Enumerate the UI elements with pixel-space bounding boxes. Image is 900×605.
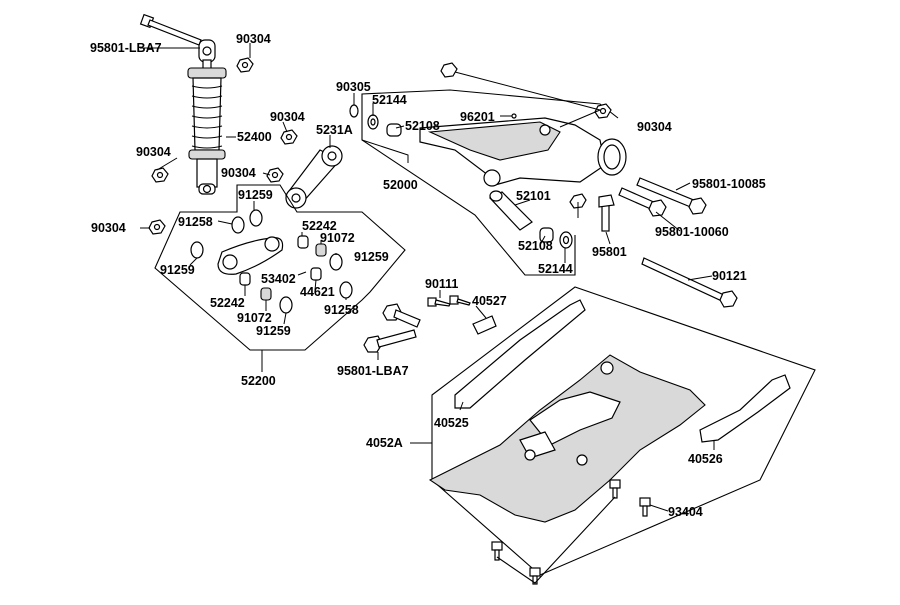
screw-93404 [491,479,651,585]
label-91072-b: 91072 [237,311,272,325]
washer-91258-b [339,281,353,299]
bolt-95801-lba7-top [139,13,202,46]
label-52108-top: 52108 [405,119,440,133]
bearing-91072-b [260,287,272,301]
label-90304-link-b: 90304 [221,166,256,180]
nut-90304-left-mid [148,219,166,235]
washer-52144-bottom [559,231,573,249]
label-91258-b: 91258 [324,303,359,317]
label-52101: 52101 [516,189,551,203]
label-52108-bottom: 52108 [518,239,553,253]
label-95801-lba7-bottom: 95801-LBA7 [337,364,409,378]
small-bolt-left-group [569,193,587,218]
shaft-52101 [489,190,533,231]
label-90304-top: 90304 [236,32,271,46]
bracket-40526 [699,374,791,443]
bolt-95801-10060 [618,187,667,217]
label-95801-lba7-top: 95801-LBA7 [90,41,162,55]
bushing-52108-top [386,123,402,137]
label-91259-b: 91259 [354,250,389,264]
pin-96201 [500,113,517,119]
label-90121: 90121 [712,269,747,283]
label-52200: 52200 [241,374,276,388]
label-91259-d: 91259 [256,324,291,338]
bushing-52242-a [297,235,309,249]
label-5231a: 5231A [316,123,353,137]
label-52144-bottom: 52144 [538,262,573,276]
label-95801: 95801 [592,245,627,259]
label-91259-c: 91259 [160,263,195,277]
swing-arm-52000 [419,117,627,187]
label-4052a: 4052A [366,436,403,450]
label-52242-a: 52242 [302,219,337,233]
clip-40527 [472,315,497,335]
callout-labels: 95801-LBA7 90304 52400 90304 90304 90304… [90,32,766,519]
nut-90304-link-b [266,167,284,183]
label-52242-b: 52242 [210,296,245,310]
label-44621: 44621 [300,285,335,299]
bearing-91072-a [315,243,327,257]
washer-91259-c [190,241,204,259]
label-91072-a: 91072 [320,231,355,245]
nut-90304-top [236,57,254,73]
label-90111: 90111 [425,277,458,291]
label-95801-10060: 95801-10060 [655,225,729,239]
bushing-52242-b [239,272,251,286]
rear-shock-absorber [187,39,227,195]
washer-52144-top [367,114,379,130]
washer-90305 [349,104,359,118]
bolt-95801 [598,194,615,232]
label-90304-right: 90304 [637,120,672,134]
label-53402: 53402 [261,272,296,286]
nut-90304-link-a [280,129,298,145]
bracket-40525 [454,299,586,409]
label-91259-a: 91259 [238,188,273,202]
label-90305: 90305 [336,80,371,94]
link-rod-5231a [285,145,343,209]
bolt-95801-10085 [636,177,707,215]
label-40525: 40525 [434,416,469,430]
label-91258-a: 91258 [178,215,213,229]
nut-90304-shock-left [151,167,169,183]
bolt-mid-upper [382,303,421,328]
label-52400: 52400 [237,130,272,144]
label-40527: 40527 [472,294,507,308]
label-90304-left-mid: 90304 [91,221,126,235]
screw-lines [496,496,616,584]
leader-lines [140,43,715,512]
washer-91258-a [231,216,245,234]
group-outline-52000-lower [361,108,576,276]
label-93404: 93404 [668,505,703,519]
link-plate-52200 [217,236,284,275]
washer-91259-b [329,253,343,271]
bolt-long-top [440,62,601,111]
bushing-44621 [310,267,322,281]
label-90304-link-a: 90304 [270,110,305,124]
label-40526: 40526 [688,452,723,466]
label-95801-10085: 95801-10085 [692,177,766,191]
label-96201: 96201 [460,110,495,124]
washer-91259-d [279,296,293,314]
label-52144-top: 52144 [372,93,407,107]
cover-4052A [428,354,706,523]
axle-90121 [641,257,738,308]
label-52000: 52000 [383,178,418,192]
bolt-90111 [427,295,471,307]
bolt-95801-lba7-bottom [363,329,417,353]
washer-91259-a [249,209,263,227]
label-90304-shock-left: 90304 [136,145,171,159]
group-outline-52200 [154,184,406,351]
